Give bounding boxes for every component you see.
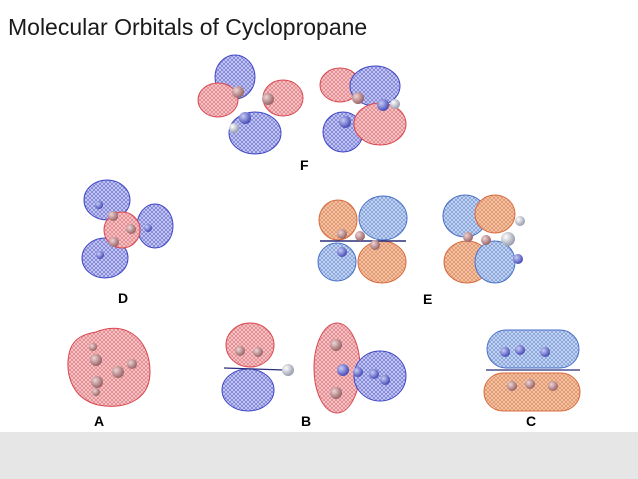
orbital-b-left [221,322,294,412]
orbital-d [81,179,174,279]
orbital-f-right [319,65,407,153]
slide: Molecular Orbitals of Cyclopropane [8,14,581,429]
label-a: A [94,413,105,429]
orbital-e-right [442,194,525,284]
orbital-e-left [317,195,408,284]
footer-band [0,432,638,479]
orbital-figures [67,54,581,414]
orbital-a [67,327,151,407]
label-c: C [526,413,537,429]
orbital-f-left [197,54,304,155]
orbital-c [483,329,581,412]
orbital-b-right [313,322,407,414]
label-b: B [301,413,312,429]
label-e: E [423,291,433,307]
label-d: D [118,290,129,306]
label-f: F [300,157,309,173]
slide-title: Molecular Orbitals of Cyclopropane [8,14,368,40]
